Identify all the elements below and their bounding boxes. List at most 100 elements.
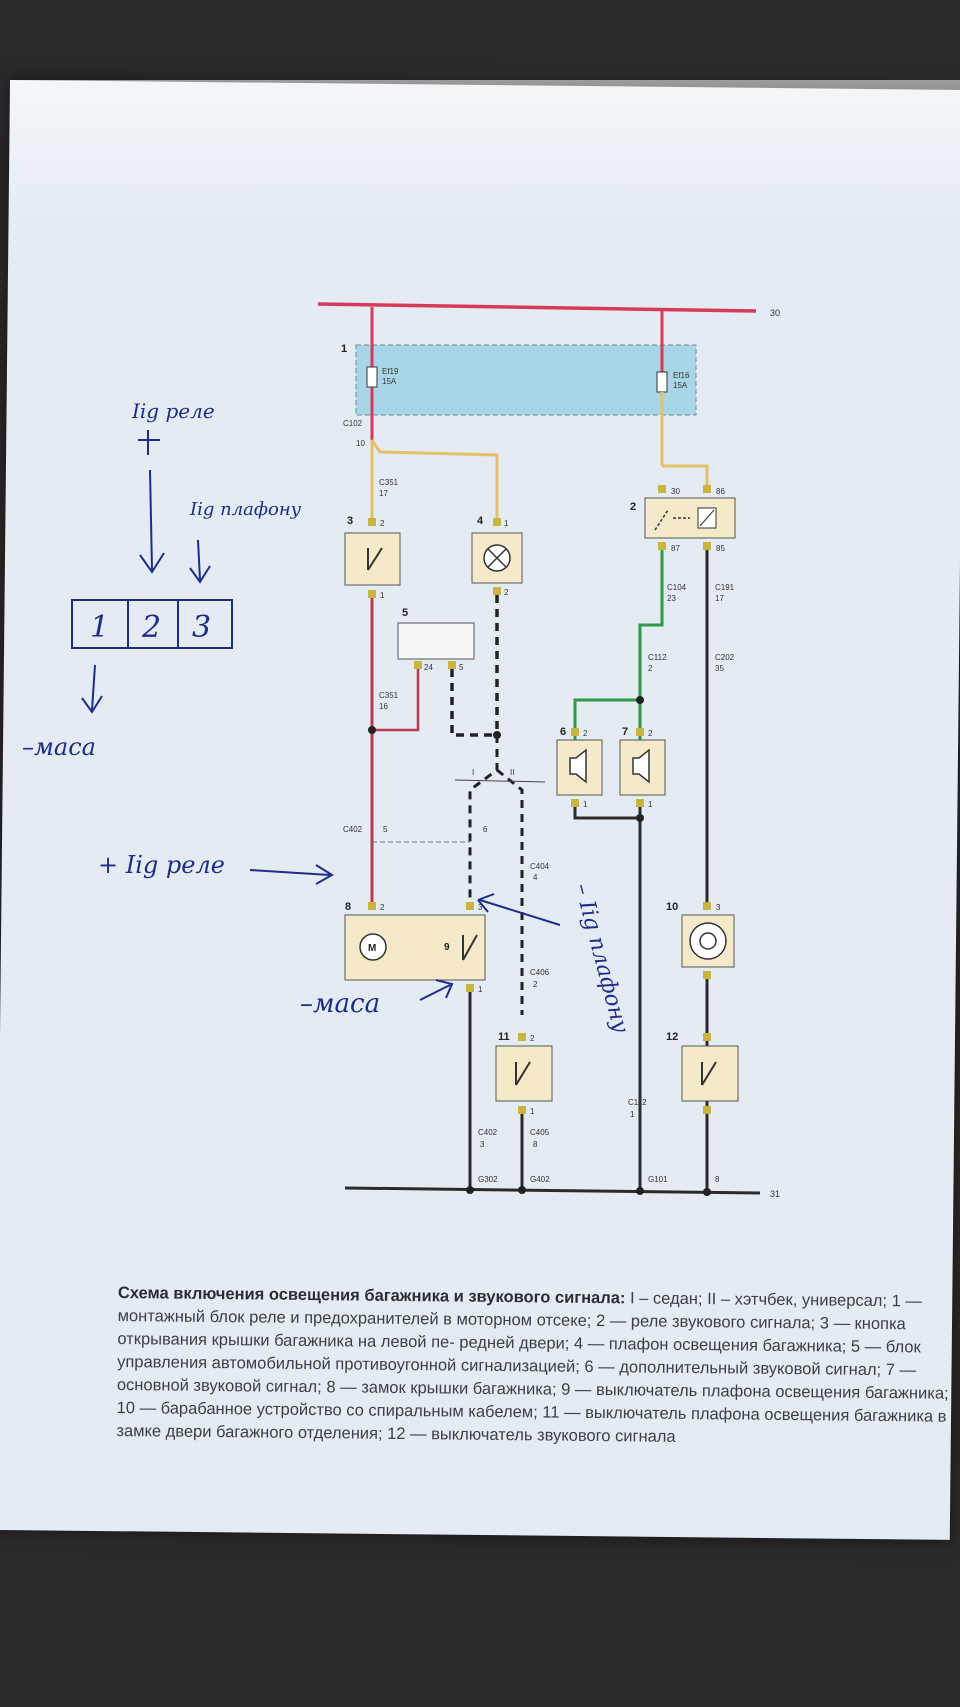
block1-label: 1 bbox=[341, 343, 347, 355]
svg-text:30: 30 bbox=[671, 487, 680, 496]
conn-c404: C404 bbox=[530, 862, 550, 871]
svg-text:35: 35 bbox=[715, 664, 724, 673]
svg-text:8: 8 bbox=[715, 1175, 720, 1184]
fuse-ef19-name: Ef19 bbox=[382, 367, 399, 376]
wire-ign-yellow bbox=[370, 439, 499, 522]
hand-ign-lamp: Ііg плафону bbox=[189, 499, 302, 520]
svg-text:M: M bbox=[368, 943, 376, 954]
comp-8-label: 8 bbox=[345, 901, 351, 913]
fuse-ef19-icon bbox=[366, 366, 378, 388]
svg-text:3: 3 bbox=[480, 1140, 485, 1149]
conn-c351-b: C351 bbox=[379, 691, 399, 700]
comp-5-label: 5 bbox=[402, 607, 408, 619]
svg-text:2: 2 bbox=[583, 729, 588, 738]
fuse-ef16-rating: 15A bbox=[673, 381, 688, 390]
motor-icon bbox=[359, 933, 387, 961]
svg-text:87: 87 bbox=[671, 544, 680, 553]
svg-text:5: 5 bbox=[383, 825, 388, 834]
svg-text:85: 85 bbox=[716, 544, 725, 553]
svg-text:2: 2 bbox=[380, 903, 385, 912]
arrow-icon bbox=[419, 979, 454, 1001]
conn-c351-a-pin: 17 bbox=[379, 489, 388, 498]
svg-text:2: 2 bbox=[533, 980, 538, 989]
switch-9-label: 9 bbox=[444, 942, 450, 953]
comp-7-label: 7 bbox=[622, 726, 628, 738]
comp-3-switch bbox=[344, 532, 401, 586]
arrow-icon bbox=[81, 664, 103, 714]
caption-body: I – седан; II – хэтчбек, универсал; 1 — … bbox=[116, 1289, 949, 1446]
svg-text:1: 1 bbox=[648, 800, 653, 809]
comp-5-alarm-unit bbox=[397, 622, 475, 660]
ground-g402: G402 bbox=[530, 1175, 550, 1184]
comp-12-label: 12 bbox=[666, 1031, 678, 1043]
svg-text:17: 17 bbox=[715, 594, 724, 603]
comp-11-label: 11 bbox=[498, 1031, 510, 1043]
fuse-ef16-name: Ef16 bbox=[673, 371, 690, 380]
horn-icon bbox=[632, 748, 650, 784]
hand-plus-ign-relay: + Ііg реле bbox=[98, 851, 225, 879]
svg-text:II: II bbox=[510, 768, 514, 777]
svg-text:1: 1 bbox=[380, 591, 385, 600]
svg-text:3: 3 bbox=[478, 903, 483, 912]
hand-ground: –маса bbox=[22, 733, 96, 761]
ground-g101: G101 bbox=[648, 1175, 668, 1184]
conn-c104: C104 bbox=[667, 583, 687, 592]
svg-text:1: 1 bbox=[630, 1110, 635, 1119]
conn-c405: C405 bbox=[530, 1128, 550, 1137]
svg-text:2: 2 bbox=[530, 1034, 535, 1043]
svg-text:4: 4 bbox=[533, 873, 538, 882]
svg-text:1: 1 bbox=[530, 1107, 535, 1116]
svg-text:2: 2 bbox=[504, 588, 509, 597]
plastic-sleeve-glare bbox=[10, 80, 960, 240]
fuse-ef16-icon bbox=[656, 371, 668, 393]
svg-text:2: 2 bbox=[648, 729, 653, 738]
hand-minus-ign-lamp: – Ііg плафону bbox=[569, 881, 633, 1036]
comp-10-label: 10 bbox=[666, 901, 678, 913]
fuse-block-1 bbox=[355, 344, 697, 416]
svg-text:6: 6 bbox=[483, 825, 488, 834]
fuse-ef19-rating: 15A bbox=[382, 377, 397, 386]
comp-2-label: 2 bbox=[630, 501, 636, 513]
comp-4-label: 4 bbox=[477, 515, 484, 527]
hand-ign-relay: Ііg реле bbox=[131, 399, 215, 423]
conn-c402-b: C402 bbox=[478, 1128, 498, 1137]
hand-ground-2: –маса bbox=[300, 989, 380, 1019]
ground-g302: G302 bbox=[478, 1175, 498, 1184]
svg-text:I: I bbox=[472, 768, 474, 777]
rail-31-label: 31 bbox=[770, 1189, 780, 1199]
arrow-icon bbox=[139, 469, 165, 574]
conn-c202: C202 bbox=[715, 653, 735, 662]
arrow-icon bbox=[189, 539, 211, 584]
conn-c102: C102 bbox=[343, 419, 363, 428]
rail-31 bbox=[344, 1186, 761, 1195]
svg-text:2: 2 bbox=[648, 664, 653, 673]
rail-30-label: 30 bbox=[770, 308, 780, 318]
comp-3-label: 3 bbox=[347, 515, 353, 527]
hand-connector-sketch bbox=[71, 599, 233, 649]
svg-text:16: 16 bbox=[379, 702, 388, 711]
svg-text:3: 3 bbox=[716, 903, 721, 912]
conn-c351-a: C351 bbox=[379, 478, 399, 487]
svg-text:5: 5 bbox=[459, 663, 464, 672]
svg-text:23: 23 bbox=[667, 594, 676, 603]
svg-text:3: 3 bbox=[192, 610, 211, 645]
svg-text:86: 86 bbox=[716, 487, 725, 496]
horn-icon bbox=[569, 748, 587, 784]
svg-text:1: 1 bbox=[504, 519, 509, 528]
conn-c112-a: C112 bbox=[648, 653, 667, 662]
svg-text:2: 2 bbox=[380, 519, 385, 528]
conn-c102-pin: 10 bbox=[356, 439, 365, 448]
clockspring-icon bbox=[689, 922, 727, 960]
diagram-caption: Схема включения освещения багажника и зв… bbox=[116, 1282, 960, 1452]
arrow-icon bbox=[249, 864, 334, 885]
svg-text:24: 24 bbox=[424, 663, 433, 672]
svg-text:1: 1 bbox=[90, 610, 109, 645]
conn-c402-a: C402 bbox=[343, 825, 363, 834]
rail-30 bbox=[317, 302, 757, 313]
conn-c406: C406 bbox=[530, 968, 550, 977]
caption-title: Схема включения освещения багажника и зв… bbox=[117, 1283, 626, 1308]
wire-green-horn bbox=[573, 550, 664, 755]
svg-text:2: 2 bbox=[141, 610, 161, 645]
